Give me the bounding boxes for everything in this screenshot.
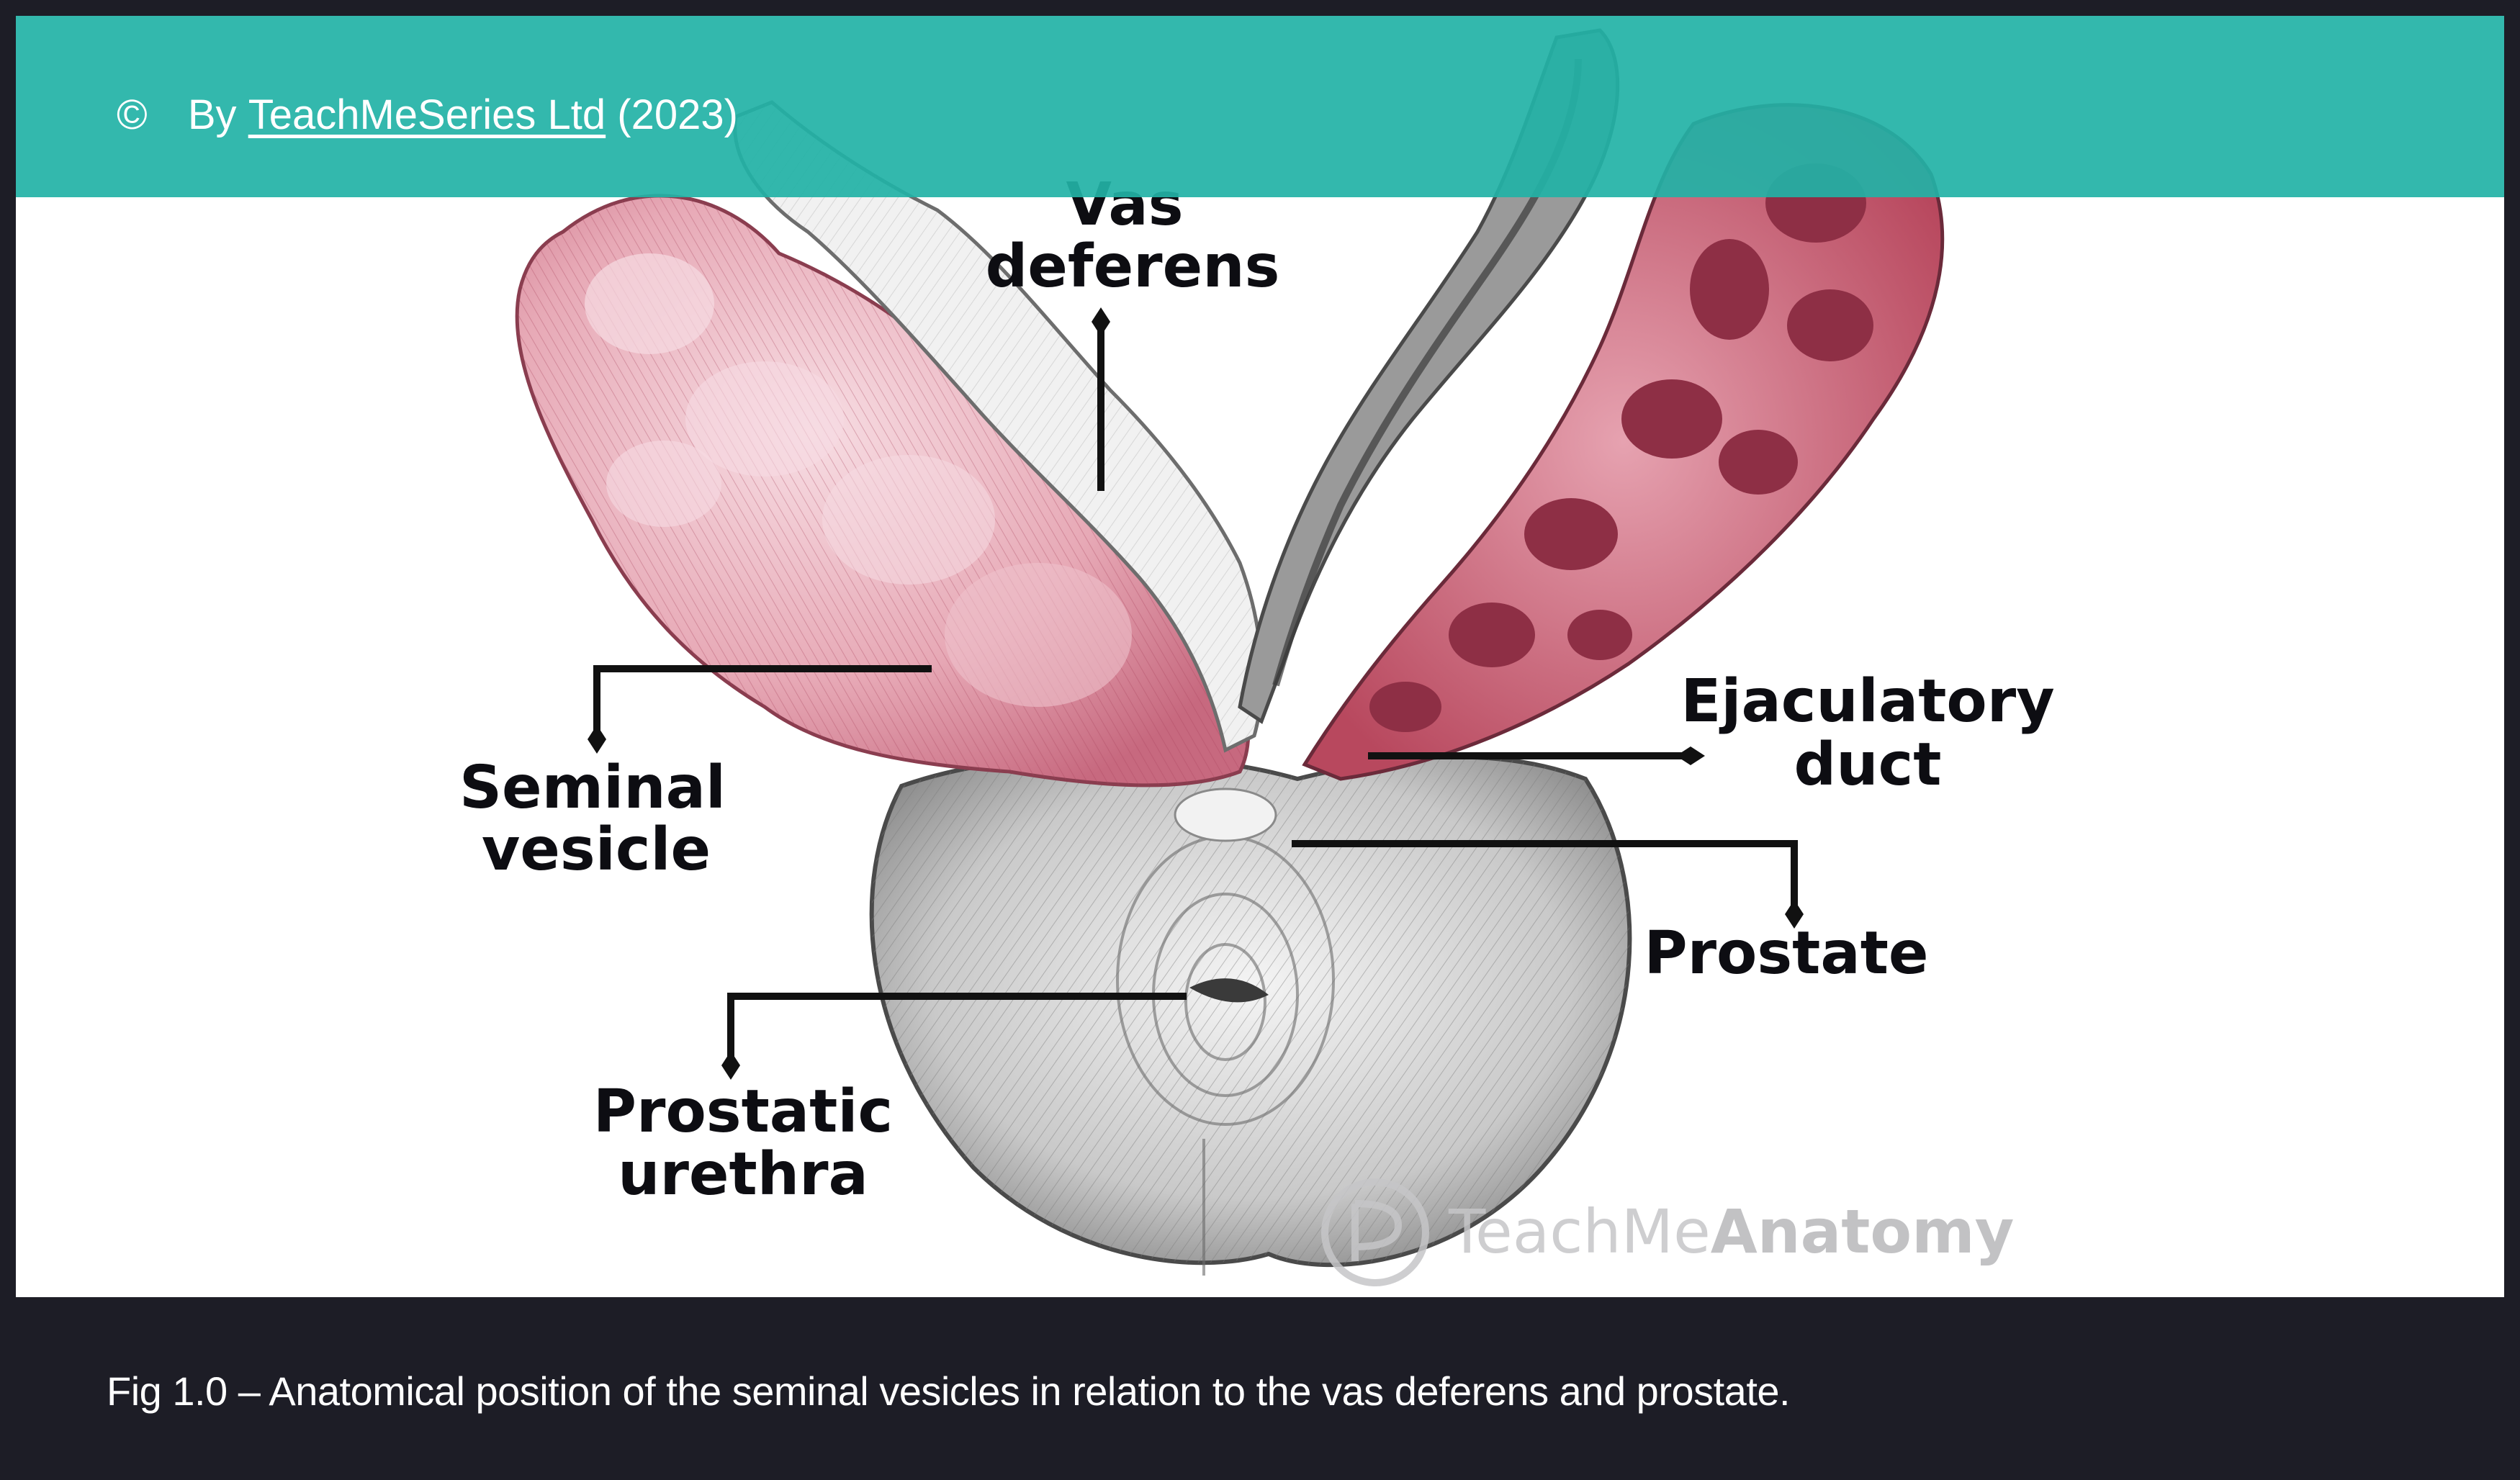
label-vas-deferens-line2: deferens xyxy=(986,233,1280,301)
anatomy-figure: Vas deferens Ejaculatory duct Seminal ve… xyxy=(16,16,2504,1297)
prostate-shape xyxy=(869,753,1632,1276)
label-seminal-vesicle-line1: Seminal xyxy=(459,754,726,822)
svg-text:TeachMeAnatomy: TeachMeAnatomy xyxy=(1448,1196,2014,1267)
credit-line: © By TeachMeSeries Ltd (2023) xyxy=(117,88,738,139)
prostate-leader-tip xyxy=(1785,900,1804,929)
credit-author-link[interactable]: TeachMeSeries Ltd xyxy=(248,91,606,139)
label-prostate: Prostate xyxy=(1644,919,1928,988)
seminal-vesicle-leader xyxy=(593,665,932,741)
prostatic-urethra-leader xyxy=(727,993,1187,1067)
label-seminal-vesicle-line2: vesicle xyxy=(482,816,711,884)
anatomy-illustration: Vas deferens Ejaculatory duct Seminal ve… xyxy=(459,28,2055,1286)
vas-deferens-shape xyxy=(733,100,1264,753)
leader-lines xyxy=(588,307,1804,1080)
watermark-logo-icon xyxy=(1321,1178,1429,1286)
label-ejaculatory-duct-line2: duct xyxy=(1794,731,1942,799)
prostatic-urethra-leader-tip xyxy=(721,1051,740,1080)
credit-prefix: By xyxy=(187,91,237,139)
seminal-vesicle-leader-tip xyxy=(588,725,606,754)
copyright-icon: © xyxy=(117,91,148,139)
figure-caption: Fig 1.0 – Anatomical position of the sem… xyxy=(107,1368,1791,1414)
prostate-leader xyxy=(1292,840,1798,916)
label-prostatic-urethra-line1: Prostatic xyxy=(593,1078,893,1146)
vas-deferens-leader-tip xyxy=(1092,307,1110,336)
watermark-brand-bold: Anatomy xyxy=(1711,1196,2015,1267)
label-prostatic-urethra-line2: urethra xyxy=(618,1140,868,1209)
credit-banner: © By TeachMeSeries Ltd (2023) xyxy=(16,16,2504,197)
seminal-vesicle-shape xyxy=(515,194,1251,788)
credit-year: (2023) xyxy=(617,91,738,139)
ejaculatory-duct-leader-tip xyxy=(1676,746,1705,765)
watermark-brand-light: TeachMe xyxy=(1448,1196,1711,1267)
watermark: TeachMeAnatomy xyxy=(1321,1178,2014,1286)
label-ejaculatory-duct-line1: Ejaculatory xyxy=(1680,667,2054,736)
